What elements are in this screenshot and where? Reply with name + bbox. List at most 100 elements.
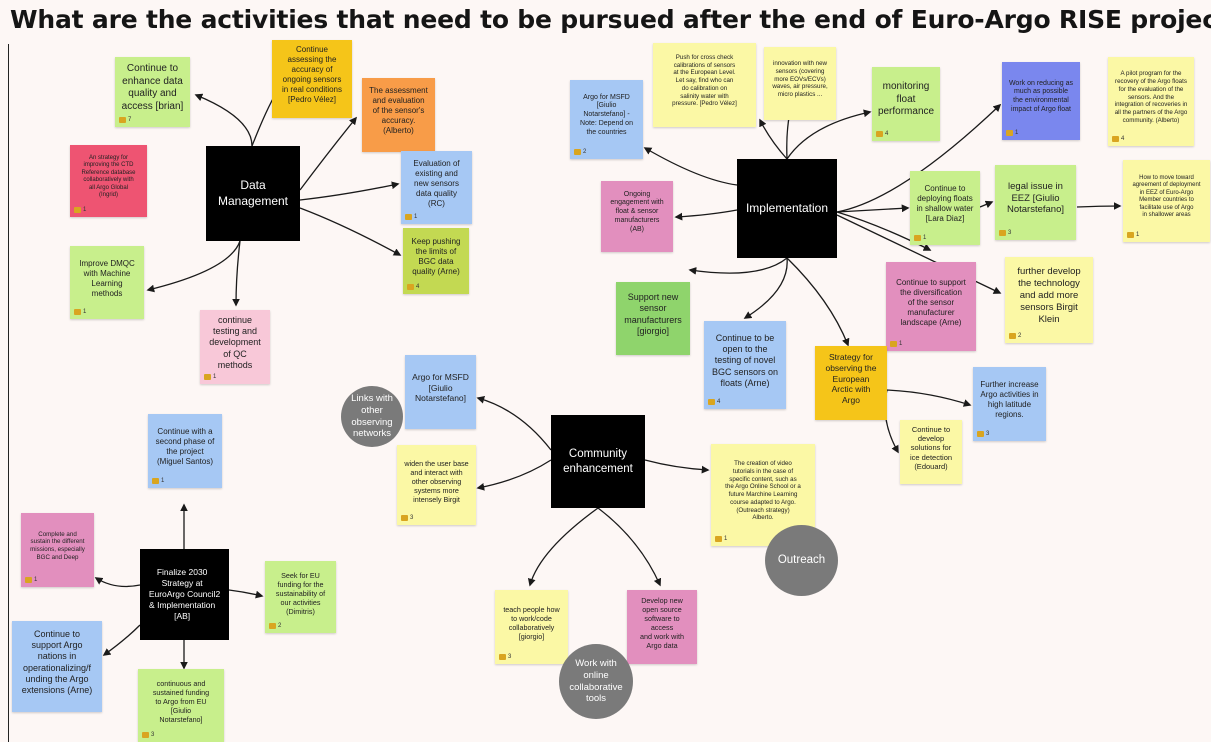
sticky-note-text: Continue to develop solutions for ice de… xyxy=(909,424,953,472)
data-management-hub[interactable]: Data Management xyxy=(206,146,300,241)
hub-label: Data Management xyxy=(217,177,289,208)
sticky-note-legal-eez[interactable]: legal issue in EEZ [Giulio Notarstefano]… xyxy=(995,165,1076,240)
sticky-note-open-source[interactable]: Develop new open source software to acce… xyxy=(627,590,697,664)
online-collaborative-circle[interactable]: Work with online collaborative tools xyxy=(559,644,633,719)
vote-badge[interactable]: 1 xyxy=(74,207,86,215)
thumbs-up-icon xyxy=(574,149,581,156)
vote-badge[interactable]: 1 xyxy=(914,235,926,243)
thumbs-up-icon xyxy=(25,577,32,584)
sticky-note-ctd-strategy[interactable]: An strategy for improving the CTD Refere… xyxy=(70,145,147,217)
sticky-note-shallow-water[interactable]: Continue to deploying floats in shallow … xyxy=(910,171,980,245)
sticky-note-complete-missions[interactable]: Complete and sustain the different missi… xyxy=(21,513,94,587)
vote-badge[interactable]: 2 xyxy=(269,623,281,631)
vote-count: 3 xyxy=(151,731,155,738)
vote-badge[interactable]: 1 xyxy=(1127,232,1139,240)
vote-badge[interactable]: 4 xyxy=(876,131,888,139)
sticky-note-text: continuous and sustained funding to Argo… xyxy=(152,679,210,724)
vote-badge[interactable]: 1 xyxy=(25,577,37,585)
sticky-note-support-nations[interactable]: Continue to support Argo nations in oper… xyxy=(12,621,102,712)
thumbs-up-icon xyxy=(890,341,897,348)
connector-line xyxy=(146,240,241,293)
sticky-note-further-tech[interactable]: further develop the technology and add m… xyxy=(1005,257,1093,343)
sticky-note-text: Further increase Argo activities in high… xyxy=(980,380,1039,419)
sticky-note-qc-methods[interactable]: continue testing and development of QC m… xyxy=(200,310,270,384)
thumbs-up-icon xyxy=(405,214,412,221)
sticky-note-text: continue testing and development of QC m… xyxy=(209,314,261,370)
sticky-note-argo-msfd-comm[interactable]: Argo for MSFD [Giulio Notarstefano] xyxy=(405,355,476,429)
sticky-note-ice-detection[interactable]: Continue to develop solutions for ice de… xyxy=(900,420,962,484)
sticky-note-text: Develop new open source software to acce… xyxy=(640,596,684,650)
sticky-note-argo-msfd-impl[interactable]: Argo for MSFD [Giulio Notarstefano] - No… xyxy=(570,80,643,159)
vote-badge[interactable]: 1 xyxy=(74,309,86,317)
vote-badge[interactable]: 1 xyxy=(715,536,727,544)
vote-badge[interactable]: 7 xyxy=(119,117,131,125)
sticky-note-env-impact[interactable]: Work on reducing as much as possible the… xyxy=(1002,62,1080,140)
vote-count: 4 xyxy=(885,130,889,137)
sticky-note-bgc-limits[interactable]: Keep pushing the limits of BGC data qual… xyxy=(403,228,469,294)
vote-badge[interactable]: 3 xyxy=(142,732,154,740)
sticky-note-diversification[interactable]: Continue to support the diversification … xyxy=(886,262,976,351)
sticky-note-innovation[interactable]: innovation with new sensors (covering mo… xyxy=(764,47,836,120)
vote-count: 1 xyxy=(923,234,927,241)
connector-line xyxy=(644,459,710,474)
vote-badge[interactable]: 3 xyxy=(401,515,413,523)
vote-badge[interactable]: 1 xyxy=(204,374,216,382)
thumbs-up-icon xyxy=(1009,333,1016,340)
sticky-note-second-phase[interactable]: Continue with a second phase of the proj… xyxy=(148,414,222,488)
vote-badge[interactable]: 1 xyxy=(152,478,164,486)
sticky-note-arctic[interactable]: Strategy for observing the European Arct… xyxy=(815,346,887,420)
sticky-note-high-latitude[interactable]: Further increase Argo activities in high… xyxy=(973,367,1046,441)
sticky-note-eval-sensors[interactable]: Evaluation of existing and new sensors d… xyxy=(401,151,472,224)
vote-badge[interactable]: 2 xyxy=(574,149,586,157)
sticky-note-text: Ongoing engagement with float & sensor m… xyxy=(610,190,664,233)
sticky-note-enhance-data[interactable]: Continue to enhance data quality and acc… xyxy=(115,57,190,127)
connector-line xyxy=(476,395,552,451)
thumbs-up-icon xyxy=(204,374,211,381)
sticky-note-text: further develop the technology and add m… xyxy=(1017,266,1081,325)
vote-count: 3 xyxy=(410,514,414,521)
vote-badge[interactable]: 1 xyxy=(890,341,902,349)
sticky-note-dmqc-ml[interactable]: Improve DMQC with Machine Learning metho… xyxy=(70,246,144,319)
thumbs-up-icon xyxy=(876,131,883,138)
links-other-networks-circle[interactable]: Links with other observing networks xyxy=(341,386,403,447)
outreach-circle[interactable]: Outreach xyxy=(765,525,838,596)
connector-line xyxy=(743,257,788,319)
sticky-note-assessment-eval[interactable]: The assessment and evaluation of the sen… xyxy=(362,78,435,152)
vote-badge[interactable]: 4 xyxy=(1112,136,1124,144)
vote-count: 1 xyxy=(213,373,217,380)
circle-label: Work with online collaborative tools xyxy=(569,657,623,705)
sticky-note-widen-user[interactable]: widen the user base and interact with ot… xyxy=(397,445,476,525)
vote-badge[interactable]: 3 xyxy=(999,230,1011,238)
vote-badge[interactable]: 3 xyxy=(499,654,511,662)
sticky-note-assessing-accuracy[interactable]: Continue assessing the accuracy of ongoi… xyxy=(272,40,352,118)
sticky-note-text: Support new sensor manufacturers [giorgi… xyxy=(624,292,682,336)
vote-count: 3 xyxy=(1008,229,1012,236)
sticky-note-pilot-program[interactable]: A pilot program for the recovery of the … xyxy=(1108,57,1194,146)
vote-count: 1 xyxy=(724,535,728,542)
sticky-note-novel-bgc[interactable]: Continue to be open to the testing of no… xyxy=(704,321,786,409)
sticky-note-push-cross[interactable]: Push for cross check calibrations of sen… xyxy=(653,43,756,127)
finalize-strategy-hub[interactable]: Finalize 2030 Strategy at EuroArgo Counc… xyxy=(140,549,229,640)
vote-badge[interactable]: 1 xyxy=(1006,130,1018,138)
connector-line xyxy=(643,147,738,186)
sticky-note-video-tutorials[interactable]: The creation of video tutorials in the c… xyxy=(711,444,815,546)
vote-count: 2 xyxy=(1018,332,1022,339)
vote-count: 4 xyxy=(1121,135,1125,142)
vote-badge[interactable]: 4 xyxy=(708,399,720,407)
sticky-note-engagement[interactable]: Ongoing engagement with float & sensor m… xyxy=(601,181,673,252)
vote-badge[interactable]: 2 xyxy=(215,589,220,600)
vote-badge[interactable]: 1 xyxy=(405,214,417,222)
implementation-hub[interactable]: Implementation xyxy=(737,159,837,258)
sticky-note-teach-people[interactable]: teach people how to work/code collaborat… xyxy=(495,590,568,664)
sticky-note-text: The creation of video tutorials in the c… xyxy=(725,460,801,522)
sticky-note-sustained-funding[interactable]: continuous and sustained funding to Argo… xyxy=(138,669,224,742)
sticky-note-eu-funding[interactable]: Seek for EU funding for the sustainabili… xyxy=(265,561,336,633)
sticky-note-agreement[interactable]: How to move toward agreement of deployme… xyxy=(1123,160,1210,242)
sticky-note-text: Continue with a second phase of the proj… xyxy=(155,427,215,466)
vote-badge[interactable]: 3 xyxy=(977,431,989,439)
vote-badge[interactable]: 2 xyxy=(1009,333,1021,341)
vote-badge[interactable]: 4 xyxy=(407,284,419,292)
sticky-note-support-manuf[interactable]: Support new sensor manufacturers [giorgi… xyxy=(616,282,690,355)
community-enhancement-hub[interactable]: Community enhancement xyxy=(551,415,645,508)
